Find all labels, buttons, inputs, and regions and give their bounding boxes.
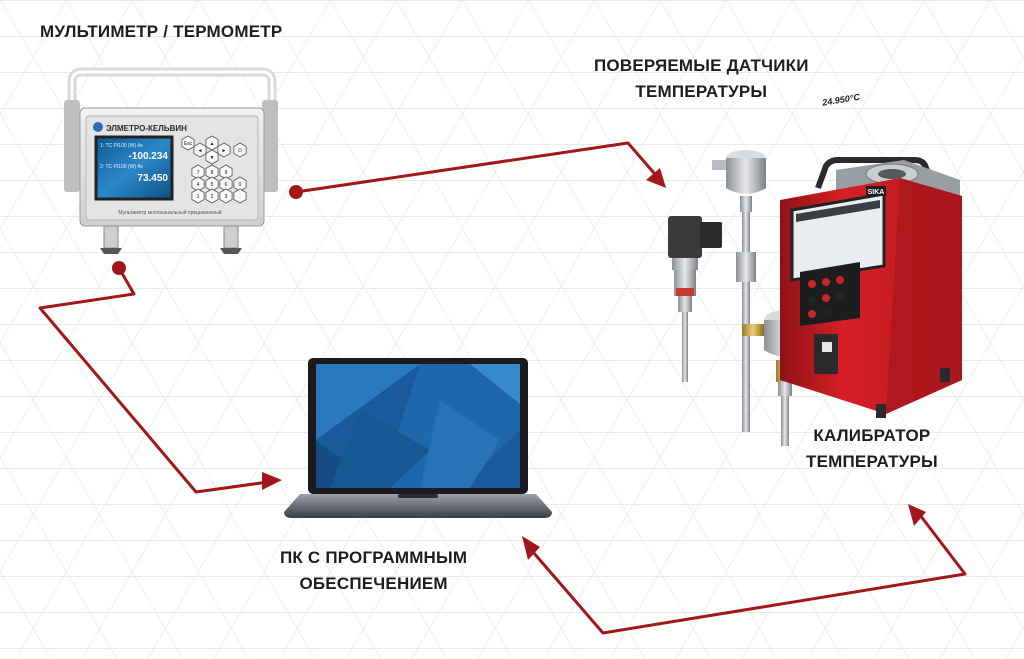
keypad-key-label: 2: [211, 194, 214, 200]
arrow-to-sensors: [646, 168, 666, 188]
keypad-key: [217, 142, 231, 158]
label-calibrator: КАЛИБРАТОР ТЕМПЕРАТУРЫ: [806, 426, 938, 472]
connector-dot-multimeter-bottom: [112, 261, 126, 275]
multimeter-caption: Мультиметр многоканальный прецизионный: [118, 209, 221, 216]
arrow-to-pc: [262, 472, 282, 490]
multimeter-feet: [100, 225, 242, 254]
multimeter-keypad: Esc ◄ ▲ ► ▼ ⏻ 7 8 9 4 5 6 1 2 3 0.: [181, 135, 247, 204]
connector-multimeter-to-sensors: [294, 141, 662, 194]
keypad-key: [181, 135, 195, 151]
keypad-key-label: 3: [225, 194, 228, 200]
pressure-type-sensor: [668, 216, 722, 382]
label-multimeter-text: МУЛЬТИМЕТР / ТЕРМОМЕТР: [40, 22, 283, 41]
keypad-key-label: 4: [197, 182, 200, 188]
label-multimeter: МУЛЬТИМЕТР / ТЕРМОМЕТР: [40, 22, 282, 42]
label-sensors-line2: ТЕМПЕРАТУРЫ: [635, 82, 768, 101]
arrow-to-calibrator: [908, 504, 926, 526]
calibrator-handle: [815, 157, 937, 190]
keypad-key-label: ▼: [210, 155, 215, 161]
keypad-key-label: 8: [211, 170, 214, 176]
label-calibrator-line2: ТЕМПЕРАТУРЫ: [806, 452, 938, 471]
multimeter-device: ЭЛМЕТРО-КЕЛЬВИН 1: TC PI100 (W) 4x -100.…: [64, 67, 278, 254]
calibrator-brand: SIKA: [868, 189, 885, 196]
keypad-key-label: 5: [211, 182, 214, 188]
multimeter-brand: ЭЛМЕТРО-КЕЛЬВИН: [106, 124, 187, 133]
calibrator-terminal-panel: [800, 262, 860, 326]
arrow-to-pc-bottom: [522, 536, 540, 560]
keypad-key: [219, 188, 233, 204]
multimeter-channel-1: 1: TC PI100 (W) 4x: [100, 143, 143, 149]
connector-dot-multimeter-right: [289, 185, 303, 199]
label-sensors-line1: ПОВЕРЯЕМЫЕ ДАТЧИКИ: [594, 56, 809, 75]
keypad-key: [205, 149, 219, 165]
multimeter-reading-2: 73.450: [137, 173, 168, 184]
keypad-key-label: ►: [222, 148, 227, 154]
keypad-key-label: ▲: [210, 141, 215, 147]
keypad-key-label: 1: [197, 194, 200, 200]
keypad-key-label: 9: [225, 170, 228, 176]
multimeter-screen: [94, 135, 174, 201]
label-pc-line2: ОБЕСПЕЧЕНИЕМ: [299, 574, 448, 593]
label-pc-line1: ПК С ПРОГРАММНЫМ: [280, 548, 468, 567]
keypad-key: [205, 188, 219, 204]
label-sensors: ПОВЕРЯЕМЫЕ ДАТЧИКИ ТЕМПЕРАТУРЫ: [594, 56, 809, 102]
keypad-key: [233, 188, 247, 204]
keypad-key-label: ⏻: [238, 148, 242, 154]
multimeter-channel-2: 2: TC PI100 (W) 4x: [100, 164, 143, 170]
label-pc: ПК С ПРОГРАММНЫМ ОБЕСПЕЧЕНИЕМ: [280, 548, 467, 594]
keypad-key-label: 7: [197, 170, 200, 176]
keypad-key: [191, 188, 205, 204]
laptop-wallpaper: [316, 364, 520, 488]
keypad-key-label: .: [239, 194, 240, 200]
connectors: [38, 141, 967, 635]
head-type-sensor-tall: [712, 150, 766, 432]
keypad-key-label: 6: [225, 182, 228, 188]
keypad-key-label: 0: [239, 182, 242, 188]
connector-endpoints: [112, 168, 926, 560]
temperature-calibrator: 24.950°C SIKA: [780, 92, 962, 418]
keypad-key-label: ◄: [198, 148, 203, 154]
laptop: [284, 358, 552, 518]
multimeter-reading-1: -100.234: [129, 151, 169, 162]
connector-multimeter-to-pc: [38, 266, 270, 494]
keypad-key: [233, 142, 247, 158]
laptop-base: [284, 494, 552, 518]
multimeter-logo: ЭЛМЕТРО-КЕЛЬВИН: [93, 122, 187, 133]
label-calibrator-line1: КАЛИБРАТОР: [813, 426, 931, 445]
connector-calibrator-to-pc: [531, 513, 967, 635]
keypad-key-label: Esc: [184, 141, 193, 147]
